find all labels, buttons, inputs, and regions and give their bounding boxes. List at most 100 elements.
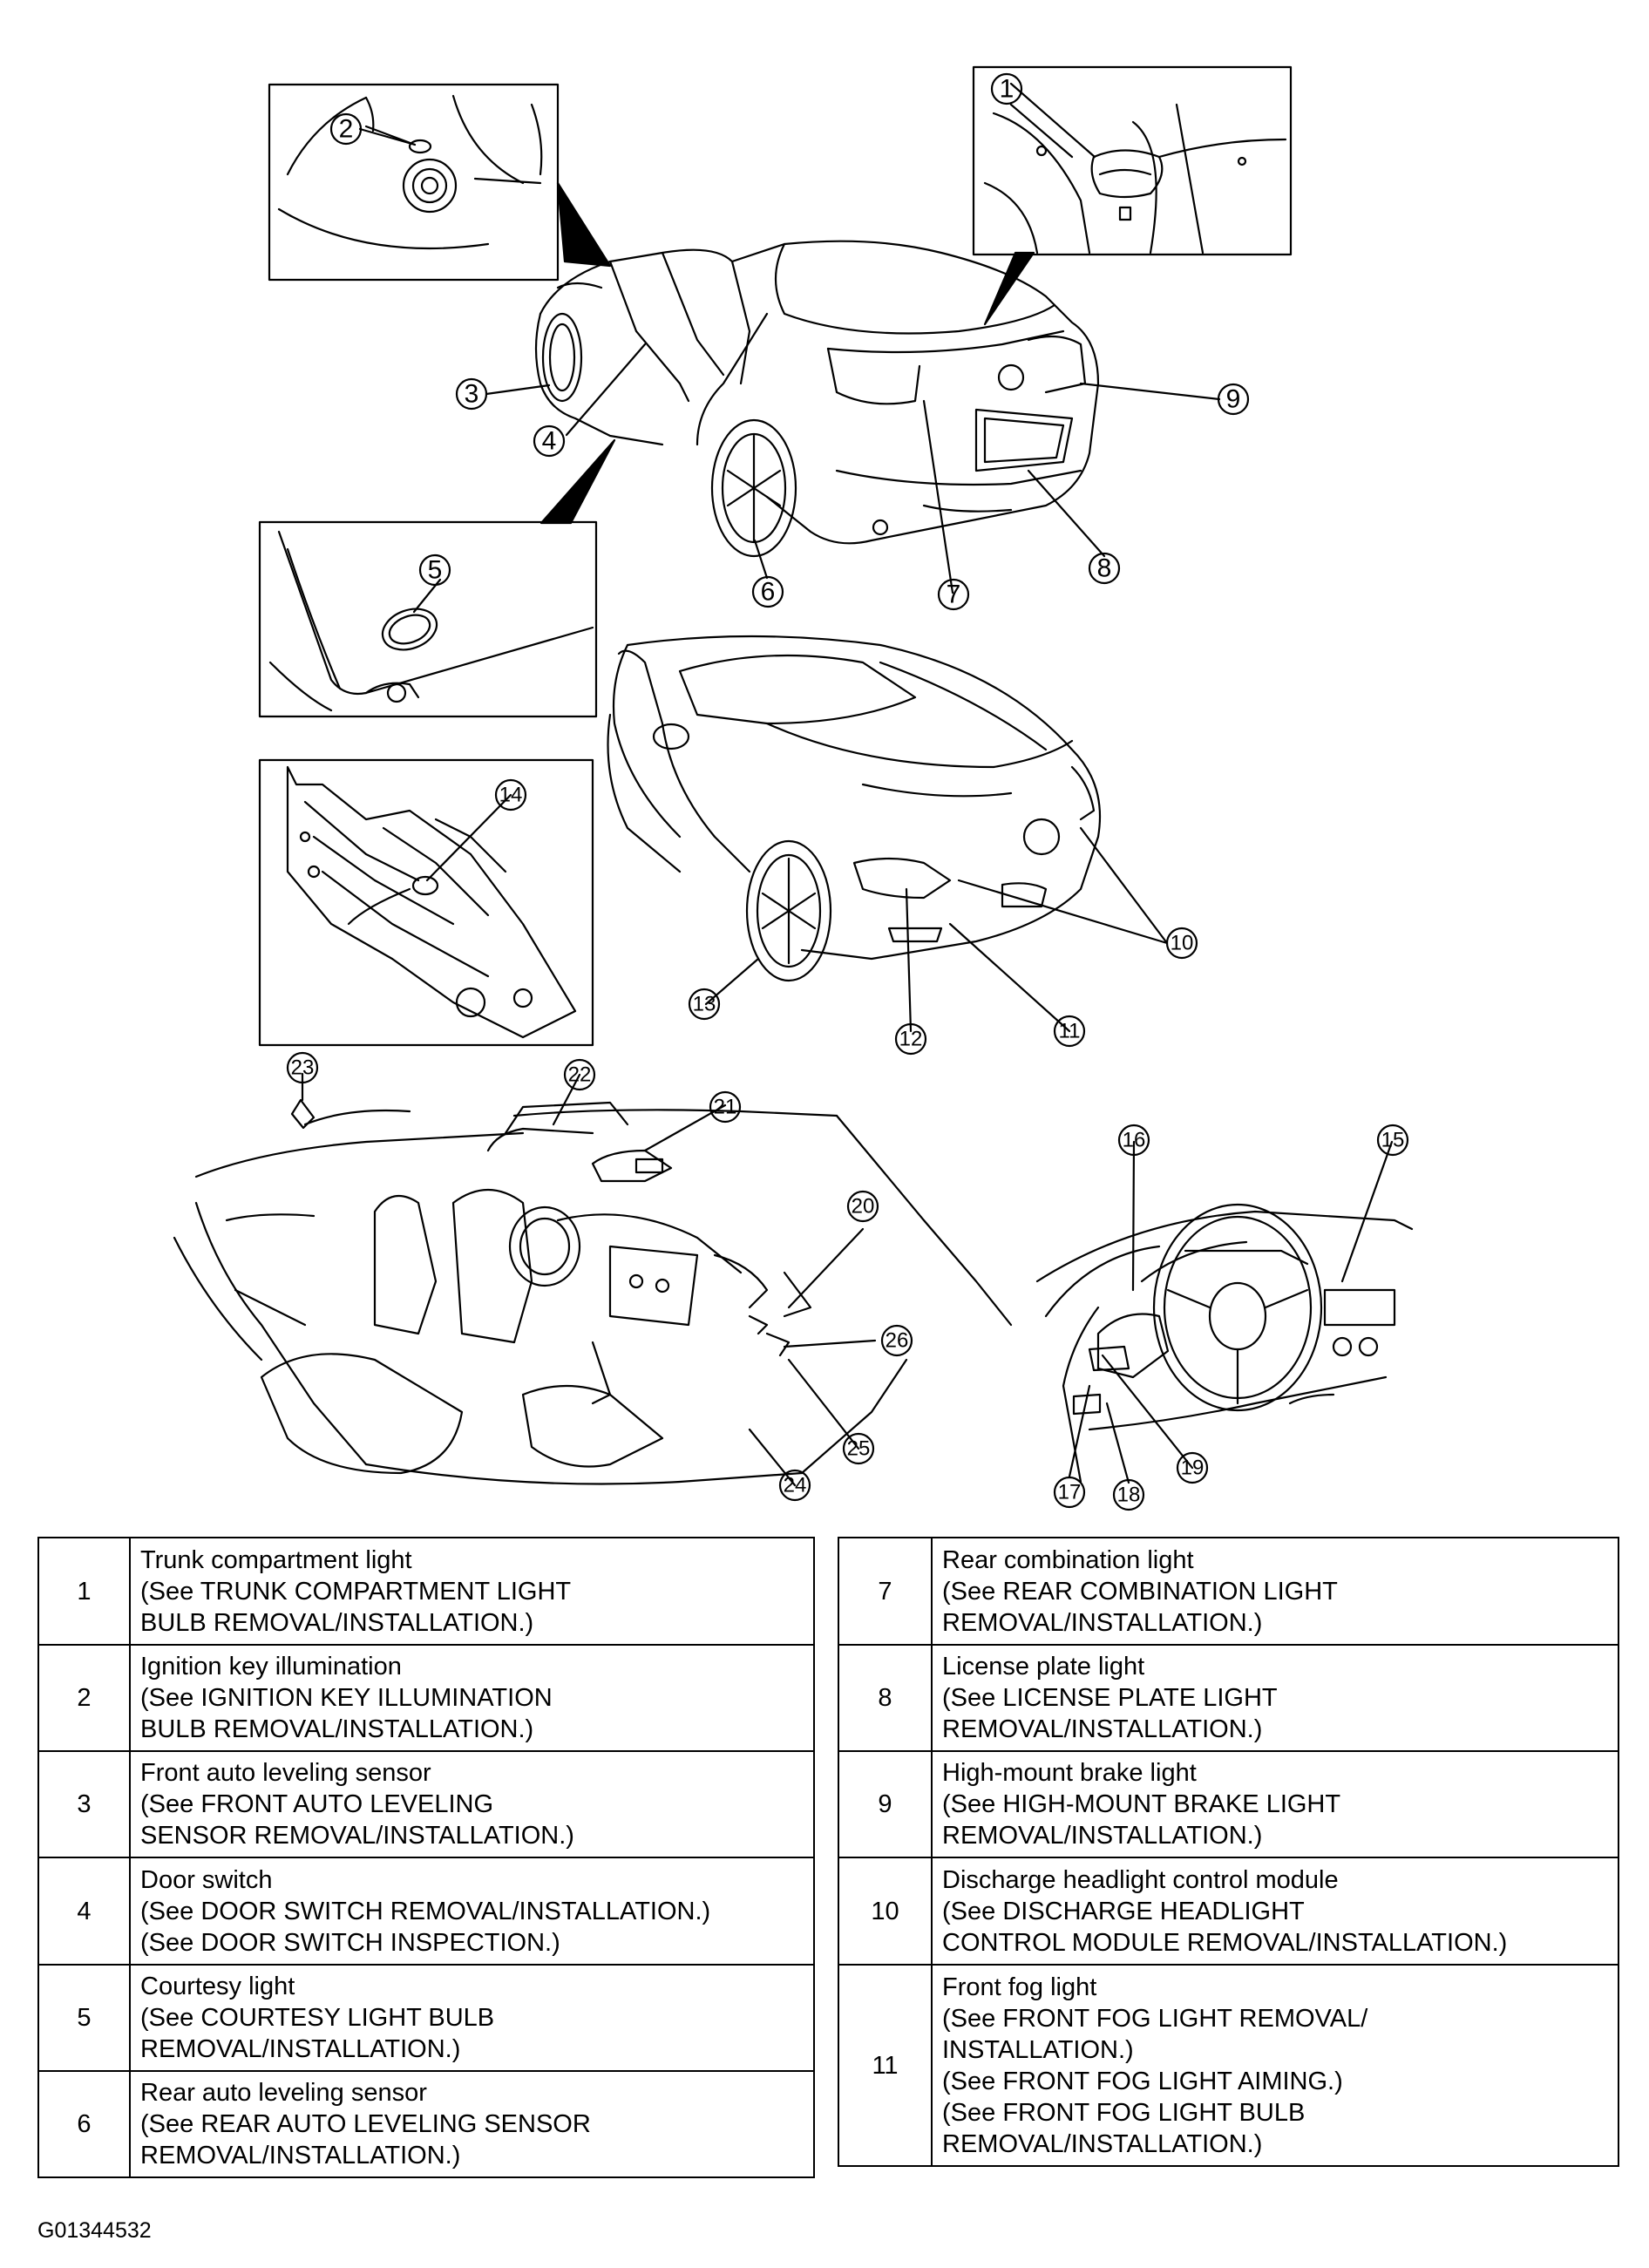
legend-table-right: 7 Rear combination light (See REAR COMBI…: [838, 1537, 1619, 2167]
legend-line: Front fog light: [942, 1973, 1097, 2001]
legend-line: Rear combination light: [942, 1545, 1194, 1574]
legend-row: 8 License plate light (See LICENSE PLATE…: [838, 1644, 1619, 1752]
legend-number: 10: [838, 1857, 933, 1966]
legend-number: 6: [37, 2070, 131, 2178]
legend-line: (See REAR COMBINATION LIGHT: [942, 1577, 1338, 1606]
legend-row: 2 Ignition key illumination (See IGNITIO…: [37, 1644, 815, 1752]
callout-18: 18: [1117, 1484, 1141, 1507]
legend-number: 7: [838, 1537, 933, 1646]
legend-line: REMOVAL/INSTALLATION.): [942, 1608, 1263, 1637]
callout-3: 3: [465, 380, 479, 409]
legend-line: REMOVAL/INSTALLATION.): [942, 1715, 1263, 1743]
callout-11: 11: [1059, 1020, 1081, 1043]
legend-line: (See FRONT FOG LIGHT AIMING.): [942, 2067, 1343, 2095]
legend-row: 5 Courtesy light (See COURTESY LIGHT BUL…: [37, 1964, 815, 2072]
legend-line: INSTALLATION.): [942, 2035, 1134, 2064]
callout-26: 26: [886, 1329, 909, 1353]
callout-20: 20: [852, 1195, 875, 1219]
legend-line: License plate light: [942, 1653, 1145, 1681]
legend-line: (See DOOR SWITCH INSPECTION.): [140, 1928, 560, 1957]
legend-number: 3: [37, 1750, 131, 1858]
legend-line: Courtesy light: [140, 1973, 295, 2000]
dashboard-illustration: [1035, 1203, 1414, 1484]
legend-line: Rear auto leveling sensor: [140, 2079, 427, 2107]
ignition-key-inset: [268, 83, 560, 282]
callout-12: 12: [899, 1028, 923, 1051]
callout-2: 2: [339, 115, 354, 144]
legend-number: 4: [37, 1857, 131, 1966]
callout-19: 19: [1181, 1457, 1205, 1480]
legend-line: Trunk compartment light: [140, 1545, 412, 1574]
legend-line: (See LICENSE PLATE LIGHT: [942, 1684, 1278, 1712]
legend-row: 11 Front fog light (See FRONT FOG LIGHT …: [838, 1964, 1619, 2167]
legend-line: (See DISCHARGE HEADLIGHT: [942, 1897, 1305, 1925]
callout-6: 6: [761, 578, 776, 607]
courtesy-light-inset: [258, 520, 598, 718]
callout-13: 13: [693, 993, 716, 1016]
legend-table-left: 1 Trunk compartment light (See TRUNK COM…: [37, 1537, 815, 2178]
callout-7: 7: [947, 581, 961, 609]
callout-17: 17: [1058, 1481, 1082, 1504]
legend-description: Ignition key illumination (See IGNITION …: [129, 1644, 815, 1752]
legend-line: (See HIGH-MOUNT BRAKE LIGHT: [942, 1790, 1341, 1818]
legend-description: Rear combination light (See REAR COMBINA…: [931, 1537, 1619, 1646]
legend-description: High-mount brake light (See HIGH-MOUNT B…: [931, 1750, 1619, 1858]
callout-10: 10: [1171, 932, 1194, 955]
legend-description: Door switch (See DOOR SWITCH REMOVAL/INS…: [129, 1857, 815, 1966]
legend-line: CONTROL MODULE REMOVAL/INSTALLATION.): [942, 1928, 1508, 1957]
legend-description: Trunk compartment light (See TRUNK COMPA…: [129, 1537, 815, 1646]
legend-number: 2: [37, 1644, 131, 1752]
legend-number: 1: [37, 1537, 131, 1646]
legend-line: (See FRONT FOG LIGHT BULB: [942, 2098, 1306, 2127]
legend-line: (See REAR AUTO LEVELING SENSOR: [140, 2110, 591, 2138]
legend-line: REMOVAL/INSTALLATION.): [942, 2129, 1263, 2158]
trunk-light-inset: [972, 65, 1293, 256]
legend-number: 5: [37, 1964, 131, 2072]
callout-9: 9: [1226, 385, 1241, 414]
callout-21: 21: [714, 1096, 737, 1119]
rear-car-illustration: [534, 240, 1100, 558]
component-location-diagram: 1 2 3 4 5 6 7 8 9 10 11 12 13 14 15 16 1…: [173, 65, 1414, 1511]
legend-row: 9 High-mount brake light (See HIGH-MOUNT…: [838, 1750, 1619, 1858]
legend-line: Door switch: [140, 1865, 273, 1894]
legend-line: (See TRUNK COMPARTMENT LIGHT: [140, 1577, 572, 1606]
legend-line: (See IGNITION KEY ILLUMINATION: [140, 1684, 553, 1712]
legend-number: 8: [838, 1644, 933, 1752]
callout-1: 1: [1000, 75, 1015, 104]
legend-description: Front fog light (See FRONT FOG LIGHT REM…: [931, 1964, 1619, 2167]
leader-lines: [301, 82, 1394, 1487]
legend-line: SENSOR REMOVAL/INSTALLATION.): [140, 1822, 574, 1850]
legend-line: BULB REMOVAL/INSTALLATION.): [140, 1608, 534, 1637]
legend-row: 10 Discharge headlight control module (S…: [838, 1857, 1619, 1966]
legend-line: (See FRONT AUTO LEVELING: [140, 1790, 494, 1818]
legend-line: Front auto leveling sensor: [140, 1759, 431, 1787]
legend-line: BULB REMOVAL/INSTALLATION.): [140, 1715, 534, 1743]
legend-line: Discharge headlight control module: [942, 1865, 1339, 1894]
callout-15: 15: [1381, 1129, 1405, 1152]
legend-line: REMOVAL/INSTALLATION.): [140, 2142, 461, 2170]
callout-5: 5: [428, 556, 443, 585]
legend-number: 9: [838, 1750, 933, 1858]
front-car-illustration: [607, 635, 1102, 982]
transmission-inset: [258, 758, 594, 1047]
legend-description: License plate light (See LICENSE PLATE L…: [931, 1644, 1619, 1752]
legend-row: 3 Front auto leveling sensor (See FRONT …: [37, 1750, 815, 1858]
callout-24: 24: [784, 1474, 807, 1497]
legend-line: (See FRONT FOG LIGHT REMOVAL/: [942, 2004, 1368, 2033]
legend-description: Front auto leveling sensor (See FRONT AU…: [129, 1750, 815, 1858]
legend-description: Discharge headlight control module (See …: [931, 1857, 1619, 1966]
callout-8: 8: [1097, 554, 1112, 583]
callout-circles: [286, 72, 1409, 1511]
callout-14: 14: [499, 784, 523, 807]
callout-22: 22: [568, 1063, 592, 1087]
legend-row: 4 Door switch (See DOOR SWITCH REMOVAL/I…: [37, 1857, 815, 1966]
legend-number: 11: [838, 1964, 933, 2167]
legend-row: 1 Trunk compartment light (See TRUNK COM…: [37, 1537, 815, 1646]
legend-description: Courtesy light (See COURTESY LIGHT BULB …: [129, 1964, 815, 2072]
legend-row: 6 Rear auto leveling sensor (See REAR AU…: [37, 2070, 815, 2178]
callout-16: 16: [1123, 1129, 1146, 1152]
legend-line: (See COURTESY LIGHT BULB: [140, 2004, 495, 2032]
legend-line: (See DOOR SWITCH REMOVAL/INSTALLATION.): [140, 1897, 711, 1925]
interior-illustration: [173, 1098, 1013, 1485]
callout-23: 23: [291, 1056, 315, 1080]
